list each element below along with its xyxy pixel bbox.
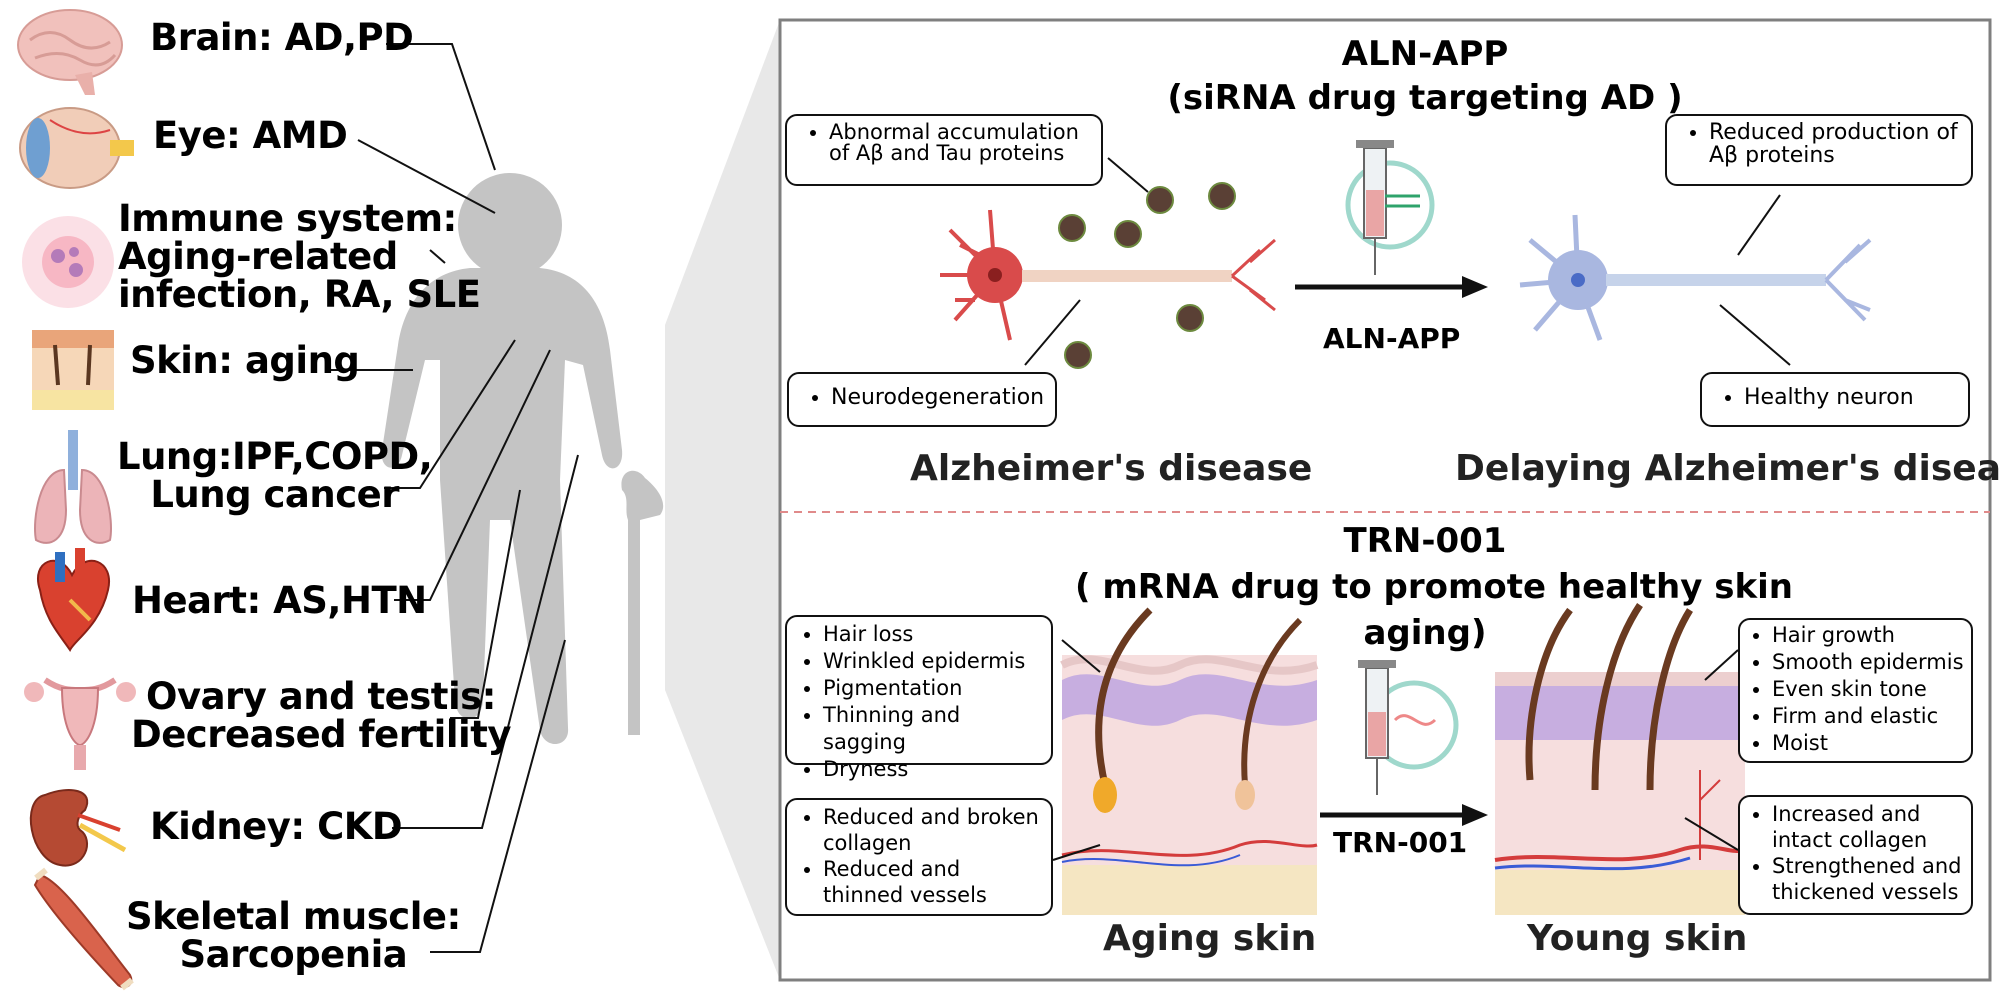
- trn-title-subtitle-cont: aging): [1363, 613, 1487, 653]
- healthy-neuron: [1519, 214, 1872, 341]
- organ-label-heart: Heart: AS,HTN: [132, 579, 427, 622]
- kidney-icon: [29, 789, 127, 867]
- organ-label-immune: Immune system: Aging-related infection, …: [118, 197, 481, 316]
- organ-label-skin: Skin: aging: [130, 339, 360, 382]
- organ-label-brain: Brain: AD,PD: [150, 16, 414, 59]
- immune-cell-icon: [22, 216, 114, 308]
- aln-arrow-label: ALN-APP: [1323, 322, 1461, 355]
- organ-label-lung-line1: Lung:IPF,COPD,: [117, 435, 433, 478]
- aging-collagen-item: Reduced and thinned vessels: [823, 856, 1045, 908]
- organ-label-kidney: Kidney: CKD: [150, 805, 403, 848]
- aging-symptom-item: Wrinkled epidermis: [823, 648, 1045, 675]
- aln-title: ALN-APP (siRNA drug targeting AD ): [1150, 32, 1700, 120]
- organ-label-muscle: Skeletal muscle: Sarcopenia: [126, 898, 461, 974]
- aln-neuro-item: Neurodegeneration: [831, 384, 1049, 411]
- aln-symptom-box: Abnormal accumulation of Aβ and Tau prot…: [785, 114, 1103, 186]
- trn-arrow-label: TRN-001: [1333, 826, 1468, 859]
- uterus-icon: [24, 677, 136, 770]
- trn-arrow: [1320, 804, 1488, 826]
- young-collagen-box: Increased and intact collagen Strengthen…: [1738, 795, 1973, 915]
- skin-icon: [32, 330, 114, 410]
- young-collagen-item: Increased and intact collagen: [1772, 801, 1965, 853]
- aln-arrow: [1295, 276, 1488, 298]
- aging-collagen-box: Reduced and broken collagen Reduced and …: [785, 798, 1053, 916]
- organ-label-lung: Lung:IPF,COPD, Lung cancer: [117, 435, 433, 516]
- organ-label-lung-line2: Lung cancer: [150, 473, 399, 516]
- aln-healthy-item: Healthy neuron: [1744, 384, 1962, 411]
- aln-healthy-box: Healthy neuron: [1700, 372, 1970, 427]
- young-skin-caption: Young skin: [1527, 918, 1748, 959]
- aln-neuro-box: Neurodegeneration: [787, 372, 1057, 427]
- young-collagen-item: Strengthened and thickened vessels: [1772, 853, 1965, 905]
- young-symptom-box: Hair growth Smooth epidermis Even skin t…: [1738, 618, 1973, 763]
- muscle-icon: [33, 867, 134, 991]
- aging-symptom-item: Pigmentation: [823, 675, 1045, 702]
- lung-icon: [34, 430, 112, 544]
- heart-icon: [37, 548, 111, 652]
- organ-label-immune-line3: infection, RA, SLE: [118, 273, 481, 316]
- young-symptom-item: Firm and elastic: [1772, 703, 1965, 730]
- young-symptom-item: Even skin tone: [1772, 676, 1965, 703]
- human-silhouette: [381, 173, 664, 745]
- aging-symptom-item: Dryness: [823, 756, 1045, 783]
- leader-lines: [330, 43, 579, 953]
- young-skin-illustration: [1494, 603, 1746, 915]
- aln-reduced-box: Reduced production of Aβ proteins: [1665, 114, 1973, 186]
- syringe-icon-2: [1358, 660, 1459, 795]
- syringe-icon: [1345, 140, 1435, 275]
- aging-symptom-item: Hair loss: [823, 621, 1045, 648]
- aln-symptom-item: Abnormal accumulation of Aβ and Tau prot…: [829, 122, 1097, 164]
- organ-label-immune-line1: Immune system:: [118, 197, 457, 240]
- aging-skin-illustration: [1060, 607, 1319, 915]
- young-symptom-item: Hair growth: [1772, 622, 1965, 649]
- aln-title-name: ALN-APP: [1341, 34, 1509, 74]
- organ-label-ovary-line1: Ovary and testis:: [146, 675, 496, 718]
- organ-label-muscle-line1: Skeletal muscle:: [126, 895, 461, 938]
- aln-title-subtitle: (siRNA drug targeting AD ): [1167, 78, 1683, 118]
- eye-icon: [19, 107, 134, 189]
- trn-title-subtitle: ( mRNA drug to promote healthy skin: [1075, 567, 1793, 607]
- trn-title: TRN-001 ( mRNA drug to promote healthy s…: [1075, 518, 1793, 656]
- zoom-wedge: [665, 20, 780, 980]
- callout-lines: [1024, 157, 1791, 861]
- aln-reduced-item: Reduced production of Aβ proteins: [1709, 121, 1965, 167]
- aln-left-caption: Alzheimer's disease: [910, 448, 1313, 489]
- diseased-neuron: [940, 182, 1276, 369]
- aging-symptom-box: Hair loss Wrinkled epidermis Pigmentatio…: [785, 615, 1053, 781]
- trn-title-name: TRN-001: [1343, 521, 1507, 561]
- organ-label-muscle-line2: Sarcopenia: [179, 933, 408, 976]
- brain-icon: [17, 9, 123, 95]
- organ-label-eye: Eye: AMD: [153, 114, 348, 157]
- young-symptom-item: Moist: [1772, 730, 1965, 757]
- organ-label-ovary-line2: Decreased fertility: [131, 713, 512, 756]
- aln-right-caption: Delaying Alzheimer's disease: [1455, 448, 2000, 489]
- aging-symptom-item: Thinning and sagging: [823, 702, 1045, 756]
- organ-label-ovary: Ovary and testis: Decreased fertility: [131, 675, 512, 756]
- aging-skin-caption: Aging skin: [1103, 918, 1317, 959]
- organ-label-immune-line2: Aging-related: [118, 235, 398, 278]
- aging-collagen-item: Reduced and broken collagen: [823, 804, 1045, 856]
- young-symptom-item: Smooth epidermis: [1772, 649, 1965, 676]
